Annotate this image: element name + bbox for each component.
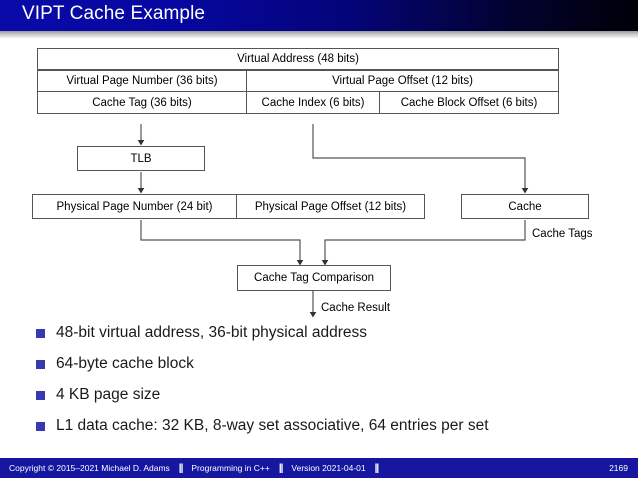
line-ppn-to-comparison [140,220,304,266]
cache-tag-cell: Cache Tag (36 bits) [37,91,247,114]
footer-course: Programming in C++ [191,463,270,473]
page-title: VIPT Cache Example [22,3,206,24]
diagram-connectors [137,124,529,318]
tlb-box: TLB [77,146,205,171]
slide-footer: Copyright © 2015–2021 Michael D. Adams |… [0,458,638,478]
bullet-list: 48-bit virtual address, 36-bit physical … [0,322,638,446]
virtual-page-offset-cell: Virtual Page Offset (12 bits) [246,70,559,92]
list-item: 48-bit virtual address, 36-bit physical … [0,322,638,353]
footer-separator: || [278,462,284,474]
virtual-address-cell: Virtual Address (48 bits) [37,48,559,70]
bullet-square-icon [36,422,45,431]
list-item-label: L1 data cache: 32 KB, 8-way set associat… [56,417,489,434]
footer-page-number: 2169 [609,463,628,473]
cache-tag-comparison-box: Cache Tag Comparison [237,265,391,291]
cache-box: Cache [461,194,589,219]
bullet-square-icon [36,360,45,369]
list-item: 4 KB page size [0,384,638,415]
footer-copyright: Copyright © 2015–2021 Michael D. Adams [9,463,170,473]
line-index-to-cache [312,124,529,194]
cache-tags-label: Cache Tags [532,228,593,240]
vipt-cache-diagram: Virtual Address (48 bits) Virtual Page N… [0,38,638,320]
line-cachetags-to-comparison [321,220,526,266]
bullet-square-icon [36,391,45,400]
cache-block-offset-cell: Cache Block Offset (6 bits) [379,91,559,114]
list-item-label: 48-bit virtual address, 36-bit physical … [56,324,368,341]
cache-result-label: Cache Result [321,302,391,314]
cache-index-cell: Cache Index (6 bits) [246,91,380,114]
header-divider [0,31,638,38]
slide-header: VIPT Cache Example [0,0,638,31]
list-item-label: 64-byte cache block [56,355,194,372]
list-item: 64-byte cache block [0,353,638,384]
physical-page-number-box: Physical Page Number (24 bit) [32,194,237,219]
list-item-label: 4 KB page size [56,386,161,403]
footer-version: Version 2021-04-01 [291,463,366,473]
footer-separator: || [178,462,184,474]
list-item: L1 data cache: 32 KB, 8-way set associat… [0,415,638,446]
virtual-page-number-cell: Virtual Page Number (36 bits) [37,70,247,92]
footer-left-group: Copyright © 2015–2021 Michael D. Adams |… [0,463,387,474]
bullet-square-icon [36,329,45,338]
physical-page-offset-box: Physical Page Offset (12 bits) [236,194,425,219]
footer-divider [0,455,638,458]
footer-separator: || [374,462,380,474]
